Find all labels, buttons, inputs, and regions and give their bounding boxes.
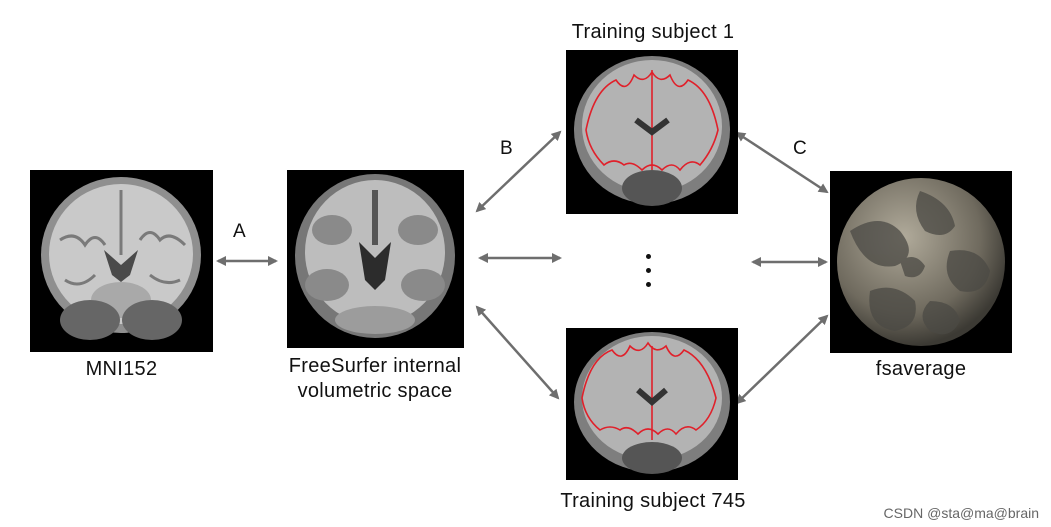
arrow-subject1-fsaverage (735, 131, 829, 194)
mni152-label: MNI152 (85, 358, 158, 380)
edge-label-a: A (233, 221, 246, 242)
subject745-label: Training subject 745 (560, 490, 746, 512)
freesurfer-brain-image (287, 170, 464, 348)
subject1-brain-image (566, 50, 738, 214)
watermark-text: CSDN @sta@ma@brain (883, 505, 1039, 521)
subject745-brain-image (566, 328, 738, 480)
arrow-freesurfer-subject745 (475, 305, 560, 400)
ellipsis-vertical (641, 254, 655, 296)
freesurfer-label-line2: volumetric space (297, 380, 453, 402)
arrow-subject745-fsaverage (735, 314, 829, 405)
subject1-label: Training subject 1 (571, 21, 735, 43)
edge-label-b: B (500, 138, 513, 159)
fsaverage-sphere-image (830, 171, 1012, 353)
edge-label-c: C (793, 138, 807, 159)
mni152-brain-image (30, 170, 213, 352)
freesurfer-label-line1: FreeSurfer internal (288, 355, 462, 377)
fsaverage-label: fsaverage (875, 358, 967, 380)
arrow-freesurfer-subject1 (475, 130, 562, 213)
